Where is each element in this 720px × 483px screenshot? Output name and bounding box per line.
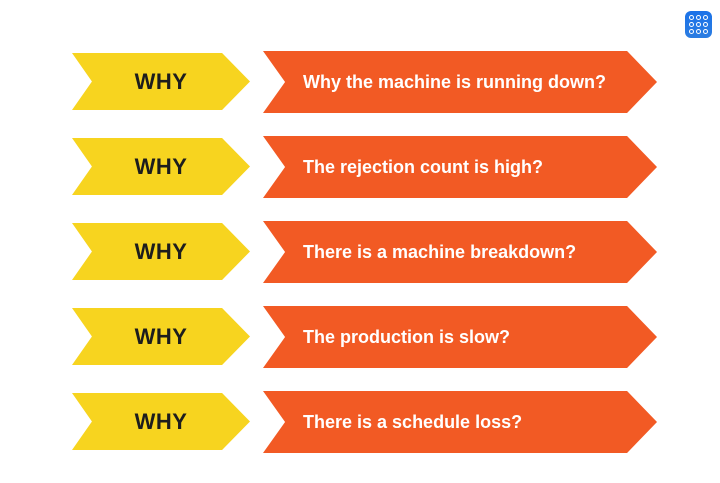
grid-dot <box>689 21 695 27</box>
question-label: There is a machine breakdown? <box>303 241 577 262</box>
question-arrow: Why the machine is running down? <box>263 51 657 113</box>
grid-dot <box>695 28 701 34</box>
grid-dot <box>702 21 708 27</box>
why-row: WHY The rejection count is high? <box>0 136 720 198</box>
why-arrow: WHY <box>72 393 250 450</box>
grid-dot <box>695 15 701 21</box>
apps-grid-icon[interactable] <box>685 11 712 38</box>
question-label: Why the machine is running down? <box>303 71 607 92</box>
why-row: WHY There is a schedule loss? <box>0 391 720 453</box>
question-arrow: The rejection count is high? <box>263 136 657 198</box>
grid-dot <box>695 21 701 27</box>
why-label: WHY <box>134 323 188 349</box>
why-arrow: WHY <box>72 308 250 365</box>
why-row: WHY There is a machine breakdown? <box>0 221 720 283</box>
why-label: WHY <box>134 153 188 179</box>
why-row: WHY Why the machine is running down? <box>0 51 720 113</box>
why-label: WHY <box>134 408 188 434</box>
why-label: WHY <box>134 68 188 94</box>
grid-dot <box>689 28 695 34</box>
grid-dot <box>702 28 708 34</box>
why-arrow: WHY <box>72 138 250 195</box>
why-label: WHY <box>134 238 188 264</box>
why-arrow: WHY <box>72 53 250 110</box>
why-row: WHY The production is slow? <box>0 306 720 368</box>
question-label: There is a schedule loss? <box>303 411 523 432</box>
question-label: The production is slow? <box>303 326 510 347</box>
grid-dot <box>702 15 708 21</box>
why-arrow: WHY <box>72 223 250 280</box>
grid-dot <box>689 15 695 21</box>
question-arrow: There is a schedule loss? <box>263 391 657 453</box>
question-label: The rejection count is high? <box>303 156 544 177</box>
question-arrow: The production is slow? <box>263 306 657 368</box>
question-arrow: There is a machine breakdown? <box>263 221 657 283</box>
